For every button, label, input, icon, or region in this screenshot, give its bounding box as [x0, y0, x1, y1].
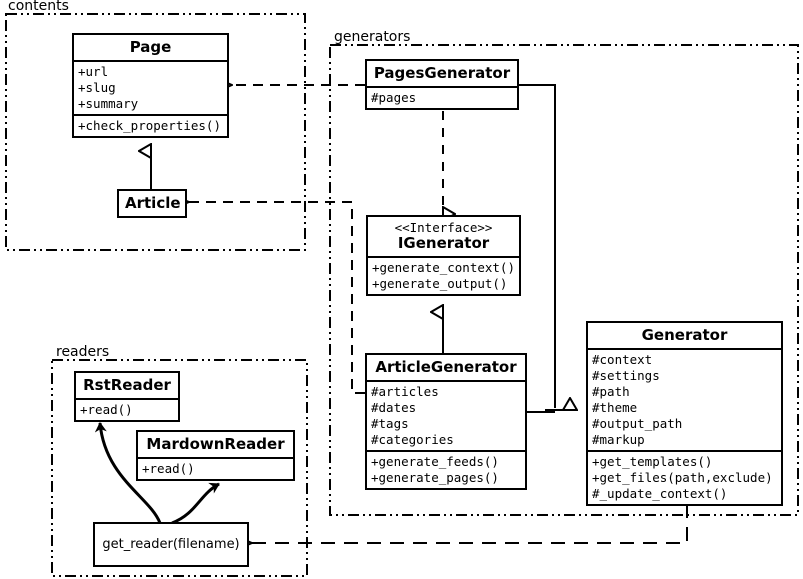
operation: #_update_context()	[592, 486, 728, 501]
attribute: #path	[592, 384, 630, 399]
relation-articlegenerator-to-article-stem	[351, 202, 365, 394]
class-attributes-pagesgenerator: #pages	[367, 88, 517, 108]
class-box-igenerator[interactable]: <<Interface>> IGenerator +generate_conte…	[366, 215, 521, 296]
class-box-rstreader[interactable]: RstReader +read()	[74, 371, 180, 422]
class-name-label: IGenerator	[397, 234, 490, 252]
attribute: #output_path	[592, 416, 683, 431]
class-name-article: Article	[125, 194, 181, 212]
operation: +generate_output()	[372, 276, 508, 291]
attribute: #articles	[371, 384, 439, 399]
class-box-mardownreader[interactable]: MardownReader +read()	[136, 430, 295, 481]
class-attributes-page: +url +slug +summary	[74, 62, 227, 116]
class-operations-articlegenerator: +generate_feeds() +generate_pages()	[367, 452, 525, 488]
operation: +read()	[142, 461, 195, 476]
class-name-rstreader: RstReader	[76, 373, 178, 400]
class-stereotype-igenerator: <<Interface>>	[394, 220, 493, 235]
attribute: #markup	[592, 432, 645, 447]
class-operations-rstreader: +read()	[76, 400, 178, 420]
operation: +generate_pages()	[371, 470, 499, 485]
operation: +get_files(path,exclude)	[592, 470, 773, 485]
relation-getreader-to-rstreader	[94, 422, 162, 524]
operation: +generate_feeds()	[371, 454, 499, 469]
operation: +generate_context()	[372, 260, 515, 275]
attribute: #tags	[371, 416, 409, 431]
package-label-readers: readers	[54, 344, 112, 360]
attribute: +url	[78, 64, 109, 79]
attribute: #settings	[592, 368, 660, 383]
attribute: #context	[592, 352, 653, 367]
class-name-pagesgenerator: PagesGenerator	[367, 61, 517, 88]
class-name-mardownreader: MardownReader	[138, 432, 293, 459]
relation-getreader-to-mardownreader	[171, 482, 220, 525]
operation: +read()	[80, 402, 133, 417]
function-box-get-reader[interactable]: get_reader(filename)	[93, 522, 249, 567]
package-frame-contents	[5, 13, 306, 251]
class-attributes-generator: #context #settings #path #theme #output_…	[588, 350, 781, 452]
attribute: +summary	[78, 96, 139, 111]
class-operations-generator: +get_templates() +get_files(path,exclude…	[588, 452, 781, 504]
class-operations-igenerator: +generate_context() +generate_output()	[368, 258, 519, 294]
attribute: #pages	[371, 90, 417, 105]
operation: +get_templates()	[592, 454, 713, 469]
relation-pagesgenerator-to-generator	[518, 84, 556, 408]
attribute: #categories	[371, 432, 454, 447]
class-operations-page: +check_properties()	[74, 116, 227, 136]
class-operations-mardownreader: +read()	[138, 459, 293, 479]
class-box-page[interactable]: Page +url +slug +summary +check_properti…	[72, 33, 229, 138]
class-attributes-articlegenerator: #articles #dates #tags #categories	[367, 382, 525, 452]
attribute: #dates	[371, 400, 417, 415]
attribute: #theme	[592, 400, 638, 415]
class-box-article[interactable]: Article	[117, 189, 187, 218]
package-label-generators: generators	[332, 29, 413, 45]
operation: +check_properties()	[78, 118, 221, 133]
attribute: +slug	[78, 80, 116, 95]
function-label-get-reader: get_reader(filename)	[102, 537, 240, 552]
class-name-igenerator: <<Interface>> IGenerator	[368, 217, 519, 258]
package-label-contents: contents	[6, 0, 71, 14]
class-box-pagesgenerator[interactable]: PagesGenerator #pages	[365, 59, 519, 110]
class-name-articlegenerator: ArticleGenerator	[367, 355, 525, 382]
package-frame-generators	[329, 44, 799, 516]
class-box-articlegenerator[interactable]: ArticleGenerator #articles #dates #tags …	[365, 353, 527, 490]
relation-generator-to-getreader	[252, 504, 688, 543]
package-frame-readers	[51, 359, 308, 577]
class-box-generator[interactable]: Generator #context #settings #path #them…	[586, 321, 783, 506]
class-name-page: Page	[74, 35, 227, 62]
class-name-generator: Generator	[588, 323, 781, 350]
